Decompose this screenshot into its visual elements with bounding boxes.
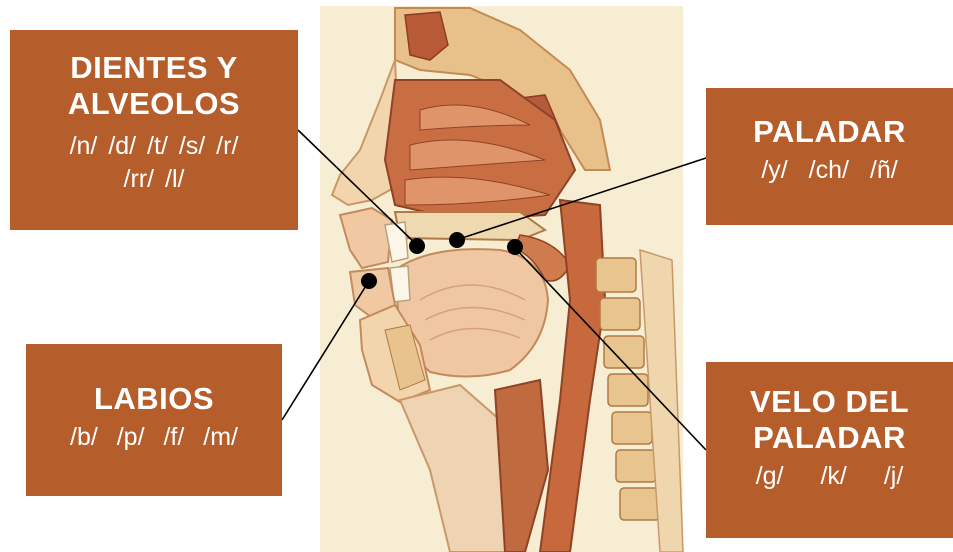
vertebra [596, 258, 636, 292]
phoneme-list-paladar: /y/ /ch/ /ñ/ [706, 154, 953, 187]
vertebra [612, 412, 652, 444]
articulation-point-velo [507, 239, 523, 255]
label-box-paladar: PALADAR /y/ /ch/ /ñ/ [706, 88, 953, 225]
vertebra [616, 450, 656, 482]
vertebra [620, 488, 660, 520]
label-box-velo-del-paladar: VELO DEL PALADAR /g/ /k/ /j/ [706, 362, 953, 538]
phoneme-list-velo: /g/ /k/ /j/ [706, 460, 953, 493]
vertebra [608, 374, 648, 406]
label-title-labios: LABIOS [26, 381, 282, 417]
articulation-point-paladar [449, 232, 465, 248]
label-title-velo-paladar: PALADAR [706, 420, 953, 456]
articulation-point-labios [361, 273, 377, 289]
label-box-labios: LABIOS /b/ /p/ /f/ /m/ [26, 344, 282, 496]
phoneme-list-dientes-1: /n/ /d/ /t/ /s/ /r/ [10, 130, 298, 163]
vertebra [600, 298, 640, 330]
label-title-paladar: PALADAR [706, 114, 953, 150]
phoneme-list-labios: /b/ /p/ /f/ /m/ [26, 421, 282, 454]
label-title-velo: VELO DEL [706, 384, 953, 420]
label-title-alveolos: ALVEOLOS [10, 86, 298, 122]
phoneme-list-dientes-2: /rr/ /l/ [10, 163, 298, 196]
label-box-dientes-alveolos: DIENTES Y ALVEOLOS /n/ /d/ /t/ /s/ /r/ /… [10, 30, 298, 230]
articulation-point-dientes [409, 238, 425, 254]
label-title-dientes: DIENTES Y [10, 50, 298, 86]
